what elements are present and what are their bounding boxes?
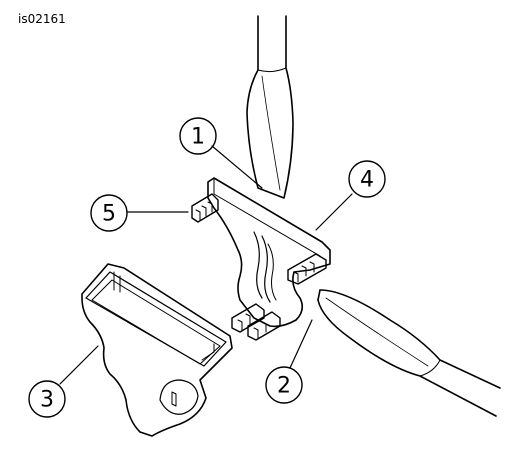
callout-1-label: 1 — [191, 125, 205, 150]
callout-2-circle — [265, 366, 303, 404]
leader-line-3 — [59, 345, 99, 385]
callout-4-circle — [348, 160, 386, 198]
screwdriver-right — [317, 289, 501, 417]
leader-line-2 — [289, 319, 313, 369]
callout-5-label: 5 — [102, 202, 116, 227]
callout-2-label: 2 — [277, 374, 291, 399]
callout-5-circle — [90, 194, 128, 232]
figure-id: is02161 — [18, 12, 66, 26]
callout-3-label: 3 — [40, 388, 54, 413]
callout-4-label: 4 — [360, 168, 374, 193]
clip-housing — [81, 263, 233, 437]
callout-1-circle — [179, 117, 217, 155]
screwdriver-top — [246, 15, 294, 199]
callout-3-circle — [28, 380, 66, 418]
leader-line-4 — [315, 193, 353, 231]
leader-line-1 — [211, 145, 263, 189]
clip-bracket — [191, 177, 331, 341]
